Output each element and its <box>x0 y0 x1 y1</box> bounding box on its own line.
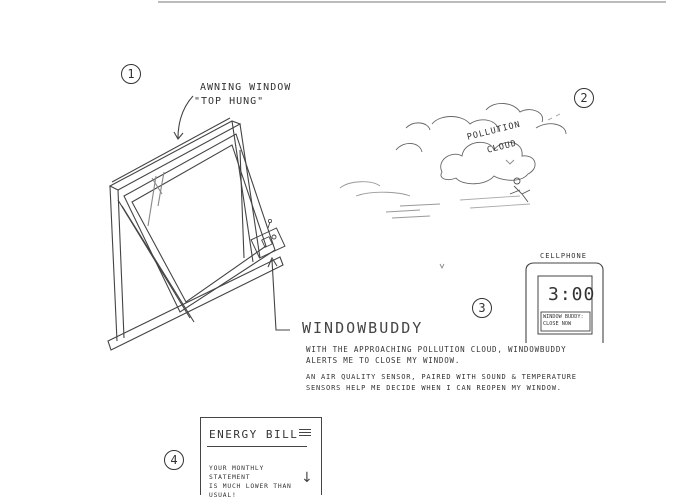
notification-title: WINDOW BUDDY: <box>543 314 584 320</box>
energy-bill-message: YOUR MONTHLY STATEMENT IS MUCH LOWER THA… <box>209 464 305 500</box>
desc2-line2: SENSORS HELP ME DECIDE WHEN I CAN REOPEN… <box>306 384 562 392</box>
awning-window-label: AWNING WINDOW <box>200 82 292 93</box>
bill-line3: USUAL! <box>209 492 237 499</box>
windowbuddy-pointer <box>267 256 290 331</box>
notification-body: CLOSE NOW <box>543 321 572 327</box>
panel-number-3: 3 <box>472 298 492 318</box>
phone-time: 3:00 <box>548 284 596 305</box>
cellphone-drawing <box>525 262 604 343</box>
bill-line2: IS MUCH LOWER THAN <box>209 483 292 490</box>
panel-number-2: 2 <box>574 88 594 108</box>
desc1-line1: WITH THE APPROACHING POLLUTION CLOUD, WI… <box>306 345 567 354</box>
energy-bill-card: ENERGY BILL YOUR MONTHLY STATEMENT IS MU… <box>200 417 322 499</box>
awning-window-drawing <box>107 95 286 351</box>
windowbuddy-description-2: AN AIR QUALITY SENSOR, PAIRED WITH SOUND… <box>306 372 606 394</box>
menu-icon <box>299 429 311 436</box>
windowbuddy-title: WINDOWBUDDY <box>302 319 424 337</box>
phone-notification: WINDOW BUDDY: CLOSE NOW <box>543 314 591 328</box>
top-hung-label: "TOP HUNG" <box>194 96 265 107</box>
windowbuddy-description-1: WITH THE APPROACHING POLLUTION CLOUD, WI… <box>306 344 596 366</box>
cellphone-label: CELLPHONE <box>540 252 587 260</box>
panel-number-1: 1 <box>121 64 141 84</box>
pollution-cloud-drawing <box>339 103 567 270</box>
desc1-line2: ALERTS ME TO CLOSE MY WINDOW. <box>306 356 461 365</box>
bill-line1: YOUR MONTHLY STATEMENT <box>209 465 265 481</box>
panel-number-4: 4 <box>164 450 184 470</box>
desc2-line1: AN AIR QUALITY SENSOR, PAIRED WITH SOUND… <box>306 373 577 381</box>
energy-bill-title: ENERGY BILL <box>209 428 299 441</box>
arrow-down-icon: ↓ <box>301 470 313 486</box>
title-underline <box>207 446 307 447</box>
